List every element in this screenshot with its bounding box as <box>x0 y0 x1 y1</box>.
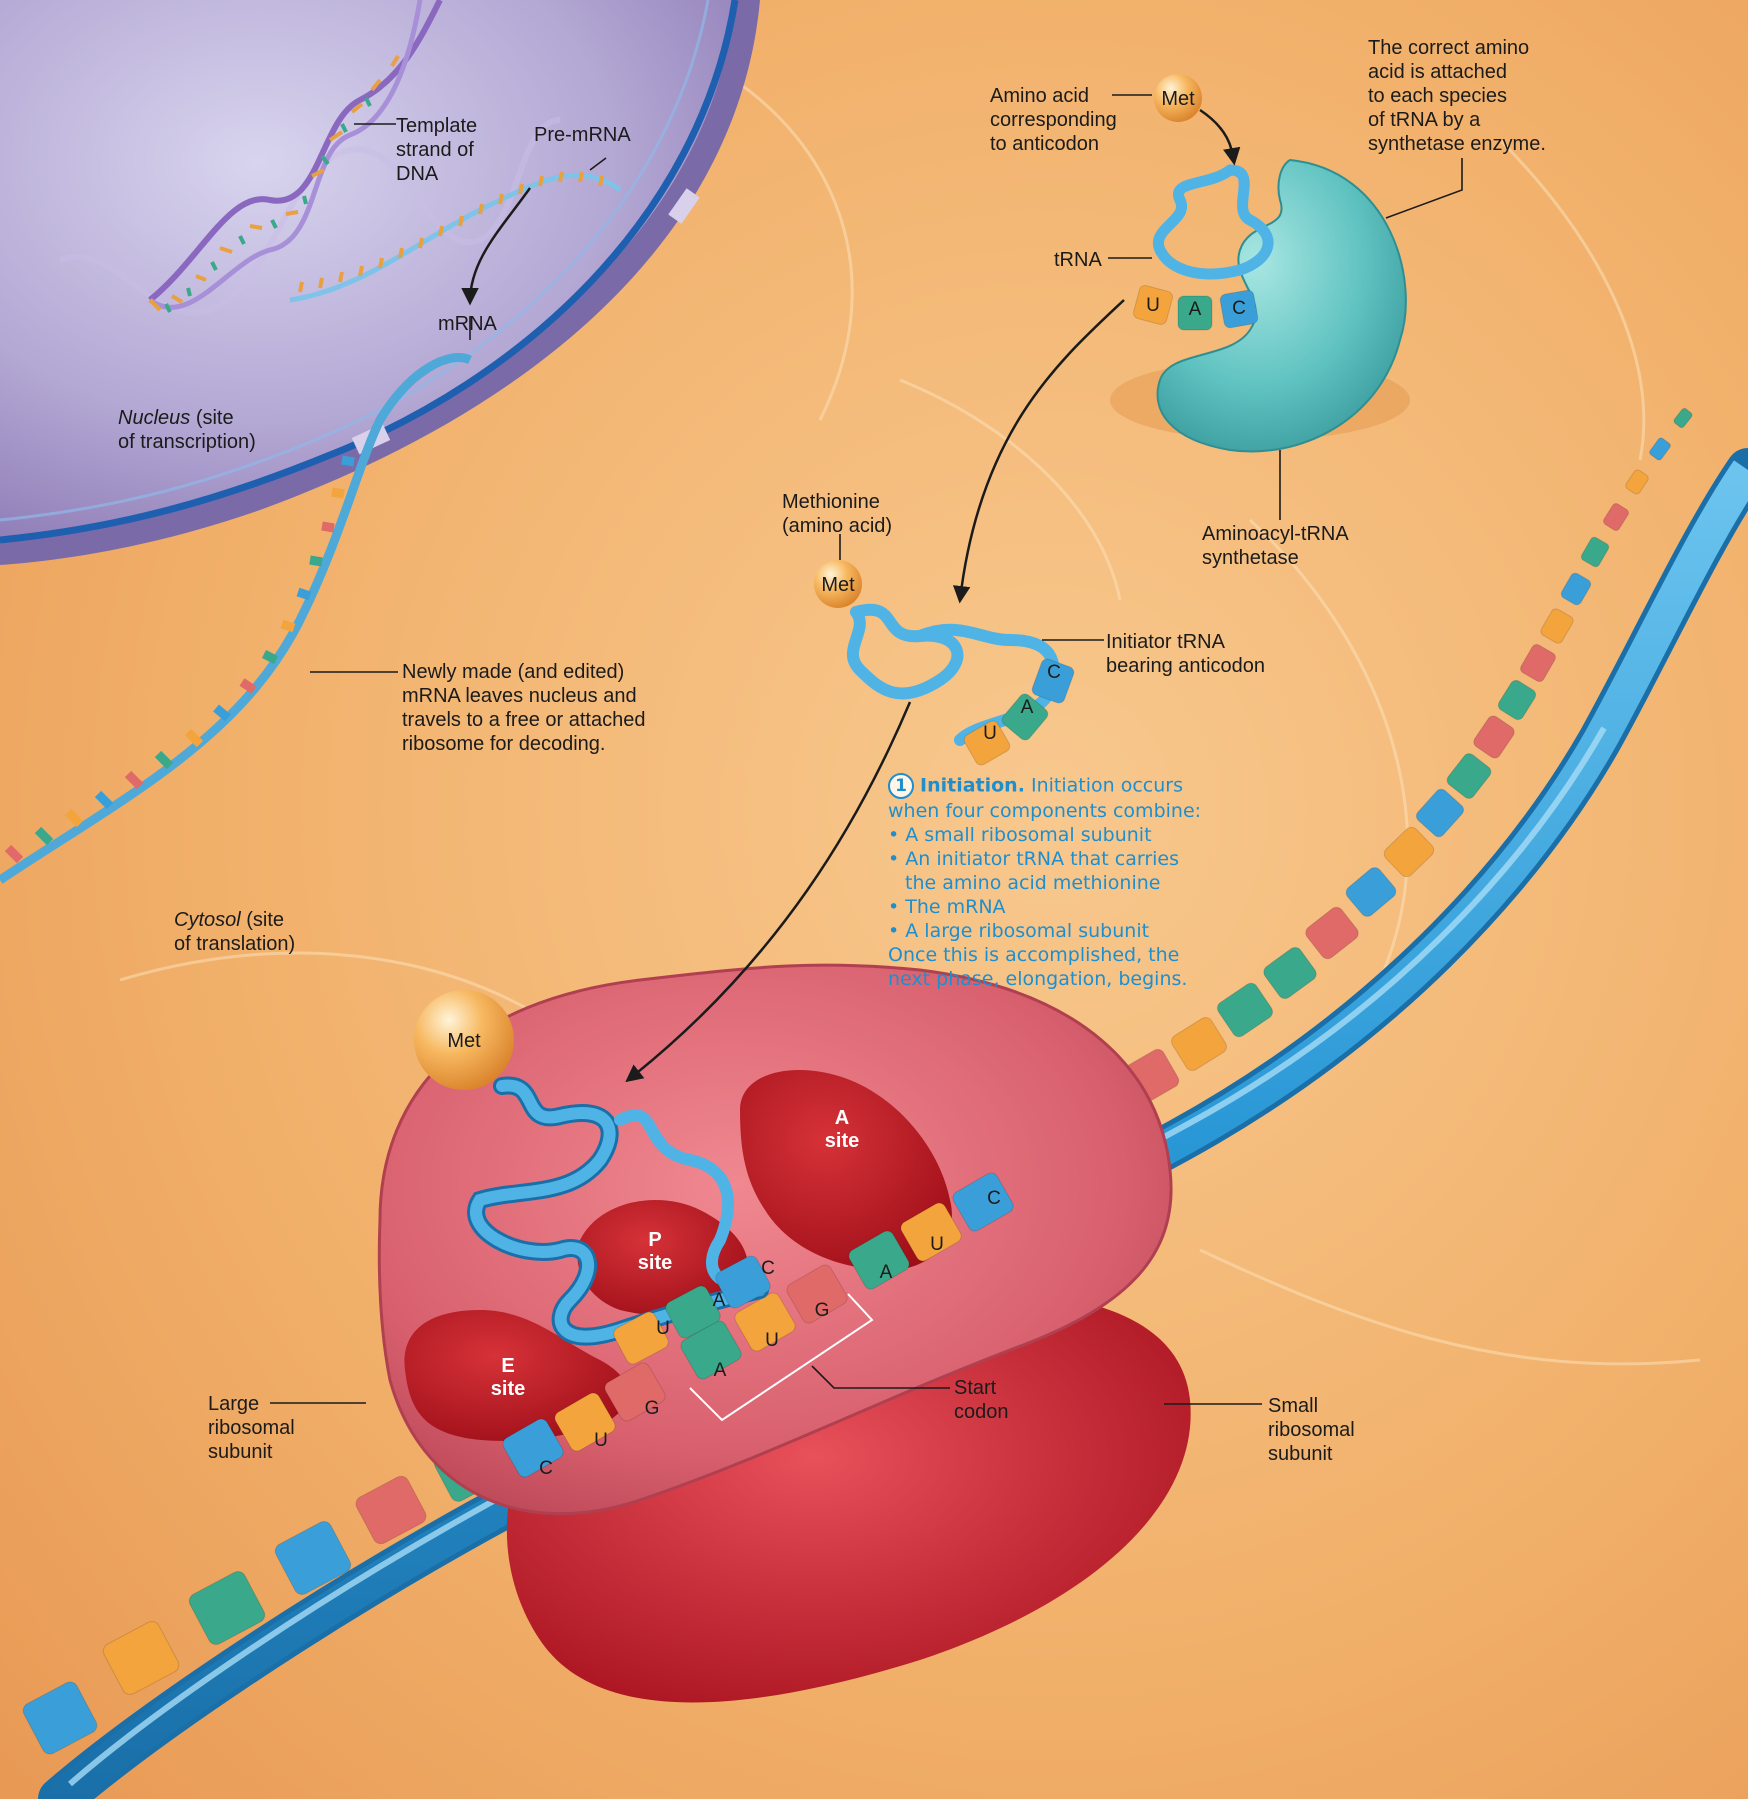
initiator-anticodon-base-2: A <box>1021 697 1034 718</box>
met-amino-acid-middle: Met <box>814 560 862 608</box>
label-large-ribosomal-subunit: Large ribosomal subunit <box>208 1392 295 1464</box>
p-site-label-1: P <box>648 1229 661 1251</box>
label-synthetase-note-line: synthetase enzyme. <box>1368 132 1546 156</box>
step-line: when four components combine: <box>888 799 1201 823</box>
label-start-codon-line: Start <box>954 1376 1009 1400</box>
label-initiator-trna-line: bearing anticodon <box>1106 654 1265 678</box>
label-methionine-line: (amino acid) <box>782 514 892 538</box>
ribosome-anticodon-base-2: A <box>713 1290 726 1311</box>
label-template-dna-line: Template <box>396 114 477 138</box>
label-nucleus: Nucleus (site of transcription) <box>118 406 256 454</box>
label-cytosol-rest: (site <box>241 909 284 931</box>
step-line: • A large ribosomal subunit <box>888 919 1201 943</box>
label-synthetase-note-line: acid is attached <box>1368 60 1546 84</box>
label-nucleus-rest: (site <box>190 407 233 429</box>
label-synthetase-note-line: of tRNA by a <box>1368 108 1546 132</box>
label-pre-mrna-text: Pre-mRNA <box>534 123 631 147</box>
met-label-middle: Met <box>821 574 855 596</box>
label-large-subunit-line: ribosomal <box>208 1416 295 1440</box>
ribosome-anticodon-base-3: C <box>761 1258 775 1279</box>
label-amino-acid-line: corresponding <box>990 108 1117 132</box>
label-initiator-trna-line: Initiator tRNA <box>1106 630 1265 654</box>
label-nucleus-line2: of transcription) <box>118 430 256 454</box>
ribosome-anticodon-base-1: U <box>656 1318 670 1339</box>
a-site-label-2: site <box>825 1130 859 1152</box>
label-small-subunit-line: Small <box>1268 1394 1355 1418</box>
label-amino-acid-line: to anticodon <box>990 132 1117 156</box>
label-newly-made-line: travels to a free or attached <box>402 708 645 732</box>
top-anticodon-base-2: A <box>1189 299 1202 320</box>
mrna-codon-base-6: G <box>815 1300 830 1321</box>
label-cytosol-italic: Cytosol <box>174 909 241 931</box>
initiator-anticodon-base-1: U <box>983 723 997 744</box>
step-line: • A small ribosomal subunit <box>888 823 1201 847</box>
label-synthetase-line: synthetase <box>1202 546 1349 570</box>
mrna-codon-base-8: U <box>930 1234 944 1255</box>
top-anticodon-base-1: U <box>1146 295 1160 316</box>
label-methionine-line: Methionine <box>782 490 892 514</box>
label-cytosol: Cytosol (site of translation) <box>174 908 295 956</box>
label-mrna-text: mRNA <box>438 312 497 336</box>
mrna-codon-base-9: C <box>987 1188 1001 1209</box>
label-methionine: Methionine (amino acid) <box>782 490 892 538</box>
mrna-codon-base-7: A <box>880 1262 893 1283</box>
label-small-subunit-line: ribosomal <box>1268 1418 1355 1442</box>
step-number-badge: 1 <box>888 773 914 799</box>
label-amino-acid-anticodon: Amino acid corresponding to anticodon <box>990 84 1117 156</box>
label-template-dna: Template strand of DNA <box>396 114 477 186</box>
a-site-label-1: A <box>835 1107 849 1129</box>
label-large-subunit-line: subunit <box>208 1440 295 1464</box>
met-amino-acid-top: Met <box>1154 74 1202 122</box>
label-template-dna-line: DNA <box>396 162 477 186</box>
label-newly-made-line: mRNA leaves nucleus and <box>402 684 645 708</box>
e-site-label-2: site <box>491 1378 525 1400</box>
label-newly-made-line: ribosome for decoding. <box>402 732 645 756</box>
label-start-codon-line: codon <box>954 1400 1009 1424</box>
mrna-codon-base-5: U <box>765 1330 779 1351</box>
label-initiator-trna: Initiator tRNA bearing anticodon <box>1106 630 1265 678</box>
label-amino-acid-line: Amino acid <box>990 84 1117 108</box>
label-newly-made-line: Newly made (and edited) <box>402 660 645 684</box>
initiation-step-text: 1 Initiation. Initiation occurs when four… <box>888 773 1201 991</box>
mrna-codon-base-1: C <box>539 1458 553 1479</box>
step-line: Initiation occurs <box>1025 775 1183 797</box>
e-site-label-1: E <box>501 1355 514 1377</box>
step-line: • An initiator tRNA that carries <box>888 847 1201 871</box>
label-synthetase-note-line: The correct amino <box>1368 36 1546 60</box>
initiator-anticodon-base-3: C <box>1047 662 1061 683</box>
step-line: Once this is accomplished, the <box>888 943 1201 967</box>
label-newly-made-mrna: Newly made (and edited) mRNA leaves nucl… <box>402 660 645 756</box>
mrna-codon-base-2: U <box>594 1430 608 1451</box>
label-synthetase-note-line: to each species <box>1368 84 1546 108</box>
step-title: Initiation. <box>920 775 1025 797</box>
label-small-subunit-line: subunit <box>1268 1442 1355 1466</box>
step-line: • The mRNA <box>888 895 1201 919</box>
met-label-ribosome: Met <box>447 1030 481 1052</box>
met-label-top: Met <box>1161 88 1195 110</box>
label-start-codon: Start codon <box>954 1376 1009 1424</box>
label-synthetase: Aminoacyl-tRNA synthetase <box>1202 522 1349 570</box>
label-cytosol-line2: of translation) <box>174 932 295 956</box>
label-synthetase-note: The correct amino acid is attached to ea… <box>1368 36 1546 156</box>
step-line: the amino acid methionine <box>888 871 1201 895</box>
label-trna: tRNA <box>1054 248 1102 272</box>
label-small-ribosomal-subunit: Small ribosomal subunit <box>1268 1394 1355 1466</box>
label-mrna: mRNA <box>438 312 497 336</box>
label-pre-mrna: Pre-mRNA <box>534 123 631 147</box>
p-site-label-2: site <box>638 1252 672 1274</box>
mrna-codon-base-4: A <box>714 1360 727 1381</box>
mrna-codon-base-3: G <box>645 1398 660 1419</box>
top-anticodon-base-3: C <box>1232 298 1246 319</box>
step-line: next phase, elongation, begins. <box>888 967 1201 991</box>
label-template-dna-line: strand of <box>396 138 477 162</box>
label-large-subunit-line: Large <box>208 1392 295 1416</box>
label-trna-text: tRNA <box>1054 248 1102 272</box>
label-synthetase-line: Aminoacyl-tRNA <box>1202 522 1349 546</box>
label-nucleus-italic: Nucleus <box>118 407 190 429</box>
met-amino-acid-ribosome: Met <box>414 990 514 1090</box>
